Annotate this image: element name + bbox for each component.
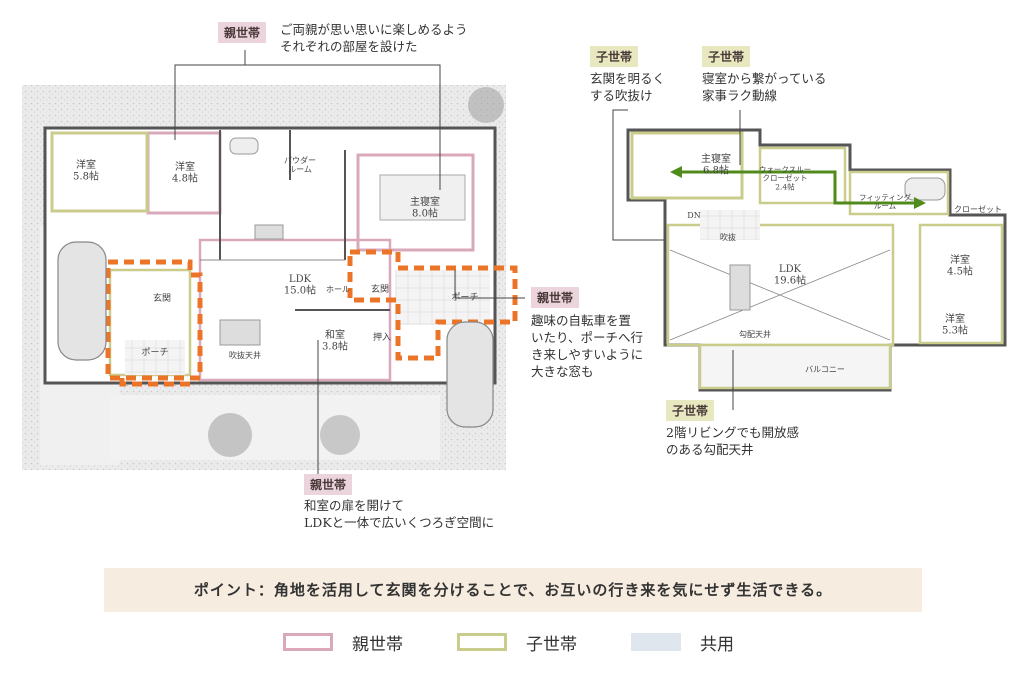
label-powder: パウダールーム xyxy=(284,155,316,174)
floor1-plan xyxy=(22,85,518,470)
legend-swatch-parent xyxy=(283,633,333,651)
tag-parent-right: 親世帯 xyxy=(531,287,580,308)
label-fukinuke1: 吹抜天井 xyxy=(229,350,261,360)
note-child-left: 玄関を明るく する吹抜け xyxy=(590,71,666,103)
note-parent-bottom: 和室の扉を開けて LDKと一体で広いくつろぎ空間に xyxy=(304,498,495,530)
tag-parent-top: 親世帯 xyxy=(218,22,267,43)
tag-child-right: 子世帯 xyxy=(702,46,751,67)
legend-label-shared: 共用 xyxy=(700,635,734,655)
label-oshiire: 押入 xyxy=(373,331,391,343)
label-porch-l: ポーチ xyxy=(141,347,168,358)
note-child-bottom: 2階リビングでも開放感 のある勾配天井 xyxy=(666,425,799,457)
label-hall: ホール xyxy=(326,285,350,294)
label-genkan-r: 玄関 xyxy=(371,283,389,295)
label-genkan-l: 玄関 xyxy=(153,292,171,304)
legend-swatch-shared xyxy=(631,633,681,651)
leader-lines xyxy=(174,50,741,475)
label-f2-dn: DN xyxy=(687,211,700,220)
tag-child-bottom: 子世帯 xyxy=(666,400,715,421)
legend-label-child: 子世帯 xyxy=(526,635,577,655)
floor2-plan xyxy=(626,128,1007,392)
tag-child-left: 子世帯 xyxy=(590,46,639,67)
note-parent-top: ご両親が思い思いに楽しめるよう それぞれの部屋を設けた xyxy=(280,22,468,54)
note-parent-right: 趣味の自転車を置 いたり、ポーチへ行 き来しやすいように 大きな窓も xyxy=(531,313,644,379)
legend-label-parent: 親世帯 xyxy=(352,635,403,655)
tag-parent-bottom: 親世帯 xyxy=(304,474,353,495)
note-child-right: 寝室から繋がっている 家事ラク動線 xyxy=(702,71,827,103)
point-banner: ポイント：角地を活用して玄関を分けることで、お互いの行き来を気にせず生活できる。 xyxy=(104,568,922,612)
label-f2-koubai: 勾配天井 xyxy=(739,329,771,339)
label-f2-fitting: フィッティングルーム xyxy=(859,192,911,211)
legend-swatch-child xyxy=(457,633,507,651)
label-f2-fukinuke: 吹抜 xyxy=(720,232,736,242)
label-f2-closet: クローゼット xyxy=(954,204,1002,214)
label-f2-balcony: バルコニー xyxy=(805,365,845,374)
